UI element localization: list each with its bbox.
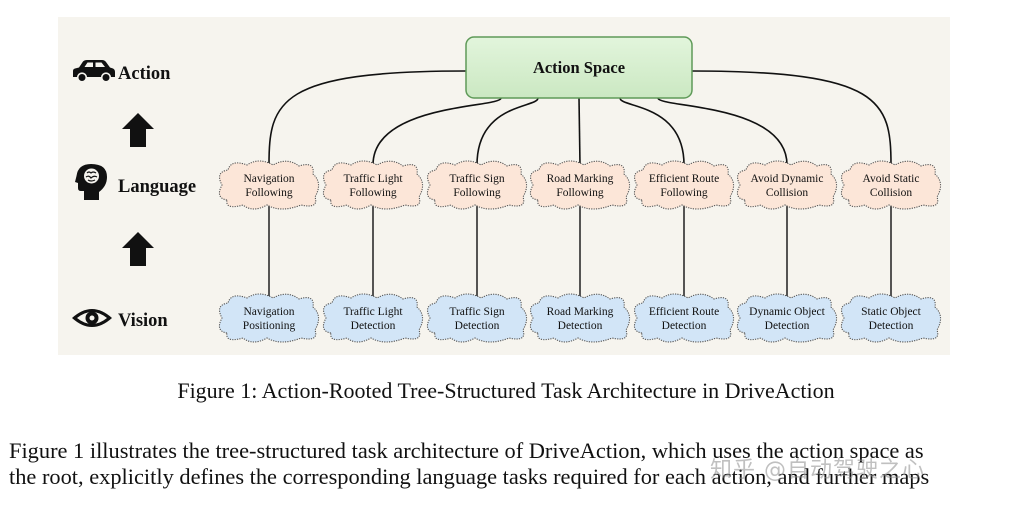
level-label-action: Action (118, 64, 171, 84)
vertical-edges (268, 205, 892, 298)
language-task-node-label-line-2: Collision (766, 187, 808, 199)
language-task-node-label-line-1: Traffic Sign (449, 173, 505, 185)
root-edge (372, 97, 502, 166)
paragraph-line-1: Figure 1 illustrates the tree-structured… (9, 438, 924, 463)
brain-head-icon (75, 164, 107, 200)
level-action: Action (73, 60, 171, 84)
vision-task-node-label-line-2: Detection (351, 320, 396, 332)
figure-caption: Figure 1: Action-Rooted Tree-Structured … (177, 378, 835, 403)
language-task-node-label-line-1: Road Marking (547, 173, 614, 185)
level-language: Language (75, 164, 196, 200)
vision-task-node-label-line-1: Efficient Route (649, 306, 719, 318)
language-task-node-label-line-2: Following (349, 187, 397, 199)
vision-task-node-label-line-1: Static Object (861, 306, 922, 318)
vision-task-node-label-line-2: Detection (455, 320, 500, 332)
vision-task-node-label-line-2: Detection (869, 320, 914, 332)
root-edge (578, 97, 581, 166)
watermark: 知乎 @自动驾驶之心 (710, 458, 925, 483)
vision-task-node-label-line-1: Traffic Sign (449, 306, 505, 318)
vision-task-node-label-line-2: Positioning (243, 320, 296, 332)
language-task-node-label-line-1: Avoid Dynamic (751, 173, 824, 185)
paragraph-line-2: the root, explicitly defines the corresp… (9, 464, 930, 489)
language-task-node-label-line-2: Following (245, 187, 293, 199)
root-edges (268, 70, 892, 166)
body-paragraph: Figure 1 illustrates the tree-structured… (9, 438, 1004, 490)
eye-icon (72, 309, 112, 327)
root-edge (476, 97, 539, 166)
vision-task-node-label-line-1: Road Marking (547, 306, 614, 318)
vision-task-node-label-line-1: Navigation (243, 306, 294, 318)
up-arrow-icon (122, 232, 154, 266)
root-edge (691, 70, 892, 166)
vision-task-node-label-line-2: Detection (558, 320, 603, 332)
language-task-node-label-line-1: Efficient Route (649, 173, 719, 185)
language-task-node-label-line-2: Following (556, 187, 604, 199)
language-task-node-label-line-1: Traffic Light (343, 173, 403, 185)
vision-task-node-label-line-1: Traffic Light (343, 306, 403, 318)
diagram-canvas: Action Space NavigationFollowingTraffic … (72, 36, 942, 343)
level-label-language: Language (118, 177, 196, 197)
vision-task-node-label-line-1: Dynamic Object (749, 306, 825, 318)
root-edge (657, 97, 788, 166)
root-edge (268, 70, 467, 166)
level-label-vision: Vision (118, 311, 168, 331)
action-space-root-node: Action Space (465, 36, 693, 99)
root-label: Action Space (533, 58, 625, 77)
language-task-node-label-line-2: Following (453, 187, 501, 199)
language-task-node-label-line-1: Navigation (243, 173, 294, 185)
language-task-node-label-line-2: Collision (870, 187, 912, 199)
root-edge (619, 97, 685, 166)
vision-task-node-label-line-2: Detection (765, 320, 810, 332)
up-arrow-icon (122, 113, 154, 147)
language-task-node-label-line-2: Following (660, 187, 708, 199)
vision-task-node-label-line-2: Detection (662, 320, 707, 332)
language-task-node-label-line-1: Avoid Static (863, 173, 920, 185)
car-icon (73, 60, 115, 83)
level-vision: Vision (72, 309, 168, 331)
